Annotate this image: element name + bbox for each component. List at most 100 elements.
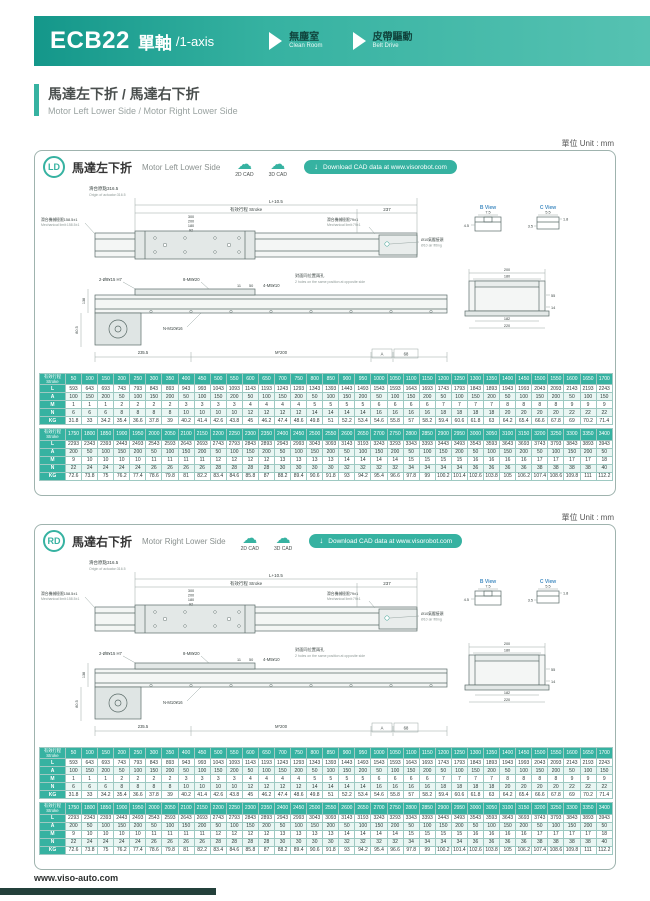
arrow-right-icon — [269, 31, 283, 50]
stroke-value: 2450 — [290, 802, 308, 815]
stroke-value: 2850 — [418, 428, 436, 441]
section-title-zh: 馬達左下折 / 馬達右下折 — [48, 86, 200, 102]
spec-cell: 8 — [161, 408, 179, 418]
spec-cell: 65.4 — [515, 416, 533, 426]
spec-cell: 52.2 — [338, 790, 356, 800]
spec-cell: 16 — [402, 408, 420, 418]
footer-url[interactable]: www.viso-auto.com — [34, 873, 119, 883]
dim-182: 182 — [504, 691, 510, 695]
download-cad-link[interactable]: ↓ Download CAD data at www.visorobot.com — [303, 160, 457, 174]
cad-2d-button[interactable]: ☁ 2D CAD — [235, 157, 253, 178]
cad-3d-button[interactable]: ☁ 3D CAD — [274, 531, 292, 552]
spec-cell: 24 — [113, 837, 131, 847]
spec-cell: 79.8 — [161, 471, 179, 481]
dim-l-10-5: L+10.5 — [269, 573, 283, 578]
stroke-value: 2750 — [386, 428, 404, 441]
spec-cell: 2393 — [97, 813, 115, 823]
opposite-holes-label-en: 2 holes on the same position at opposite… — [295, 280, 365, 284]
download-cad-link[interactable]: ↓ Download CAD data at www.visorobot.com — [309, 534, 463, 548]
spec-cell: 45 — [241, 416, 259, 426]
stroke-value: 200 — [113, 372, 131, 386]
spec-cell: 1743 — [434, 758, 452, 768]
spec-cell: 65.4 — [515, 790, 533, 800]
cad-2d-button[interactable]: ☁ 2D CAD — [241, 531, 259, 552]
dim-14: 14 — [551, 680, 555, 684]
spec-cell: 6 — [81, 408, 99, 418]
spec-cell: 3443 — [434, 813, 452, 823]
spec-cell: 2893 — [257, 439, 276, 449]
spec-cell: 15 — [402, 829, 420, 839]
spec-cell: 50 — [402, 447, 420, 457]
spec-cell: 3593 — [483, 439, 501, 449]
stroke-value: 2700 — [370, 802, 388, 815]
spec-cell: 2243 — [595, 758, 614, 768]
stroke-value: 1850 — [97, 428, 115, 441]
spec-cell: 2543 — [145, 813, 163, 823]
spec-cell: 30 — [306, 463, 324, 473]
spec-cell: 1343 — [306, 384, 324, 394]
stroke-value: 3300 — [563, 802, 581, 815]
spec-cell: 28 — [257, 837, 276, 847]
row-label: L — [39, 813, 66, 823]
dim-237: 237 — [383, 581, 391, 586]
spec-cell: 7 — [434, 774, 452, 784]
stroke-value: 550 — [225, 372, 243, 386]
spec-cell: 150 — [209, 766, 227, 776]
spec-cell: 4 — [274, 400, 292, 410]
spec-cell: 3543 — [466, 813, 485, 823]
spec-cell: 200 — [547, 392, 565, 402]
stroke-value: 300 — [145, 372, 163, 386]
cad-3d-button[interactable]: ☁ 3D CAD — [269, 157, 287, 178]
spec-cell: 22 — [595, 782, 614, 792]
spec-cell: 1393 — [322, 758, 340, 768]
spec-cell: 12 — [274, 408, 292, 418]
spec-cell: 3443 — [434, 439, 452, 449]
end-view-geometry — [464, 654, 550, 691]
stroke-value: 850 — [322, 372, 340, 386]
stroke-value: 2950 — [450, 428, 468, 441]
spec-cell: 3143 — [338, 813, 356, 823]
stroke-value: 700 — [274, 746, 292, 760]
spec-cell: 40.2 — [177, 416, 195, 426]
spec-cell: 150 — [209, 392, 227, 402]
spec-cell: 3743 — [531, 439, 549, 449]
spec-cell: 50 — [595, 447, 614, 457]
spec-cell: 18 — [434, 782, 452, 792]
spec-cell: 150 — [306, 447, 324, 457]
spec-cell: 200 — [386, 821, 404, 831]
spec-cell: 38 — [547, 837, 565, 847]
dim-50: 50 — [249, 658, 253, 662]
spec-cell: 100 — [579, 392, 597, 402]
spec-cell: 75 — [97, 471, 115, 481]
spec-cell: 38 — [579, 837, 597, 847]
spec-cell: 38 — [531, 837, 549, 847]
spec-cell: 150 — [177, 447, 195, 457]
spec-cell: 2 — [145, 774, 163, 784]
spec-cell: 6 — [97, 408, 115, 418]
spec-cell: 200 — [579, 821, 597, 831]
spec-cell: 100 — [129, 766, 147, 776]
spec-cell: 2443 — [113, 813, 131, 823]
c-view-label: C View — [540, 205, 556, 211]
spec-cell: 12 — [241, 782, 259, 792]
spec-cell: 112.2 — [595, 471, 614, 481]
spec-cell: 26 — [161, 837, 179, 847]
spec-cell: 109.8 — [563, 845, 581, 855]
spec-cell: 17 — [563, 829, 581, 839]
panel-header: RD 馬達右下折 Motor Right Lower Side ☁ 2D CAD… — [43, 530, 463, 552]
spec-cell: 50 — [531, 447, 549, 457]
stroke-value: 3250 — [547, 802, 565, 815]
spec-cell: 50 — [402, 821, 420, 831]
spec-cell: 18 — [466, 408, 485, 418]
spec-cell: 12 — [257, 455, 276, 465]
spec-cell: 200 — [129, 821, 147, 831]
row-label: A — [39, 766, 66, 776]
stroke-value: 100 — [81, 372, 99, 386]
spec-cell: 200 — [418, 392, 436, 402]
spec-cell: 50 — [466, 447, 485, 457]
spec-cell: 77.4 — [129, 471, 147, 481]
stroke-value: 300 — [145, 746, 163, 760]
dim-4-5: 4.5 — [464, 224, 469, 228]
spec-cell: 2343 — [81, 439, 99, 449]
